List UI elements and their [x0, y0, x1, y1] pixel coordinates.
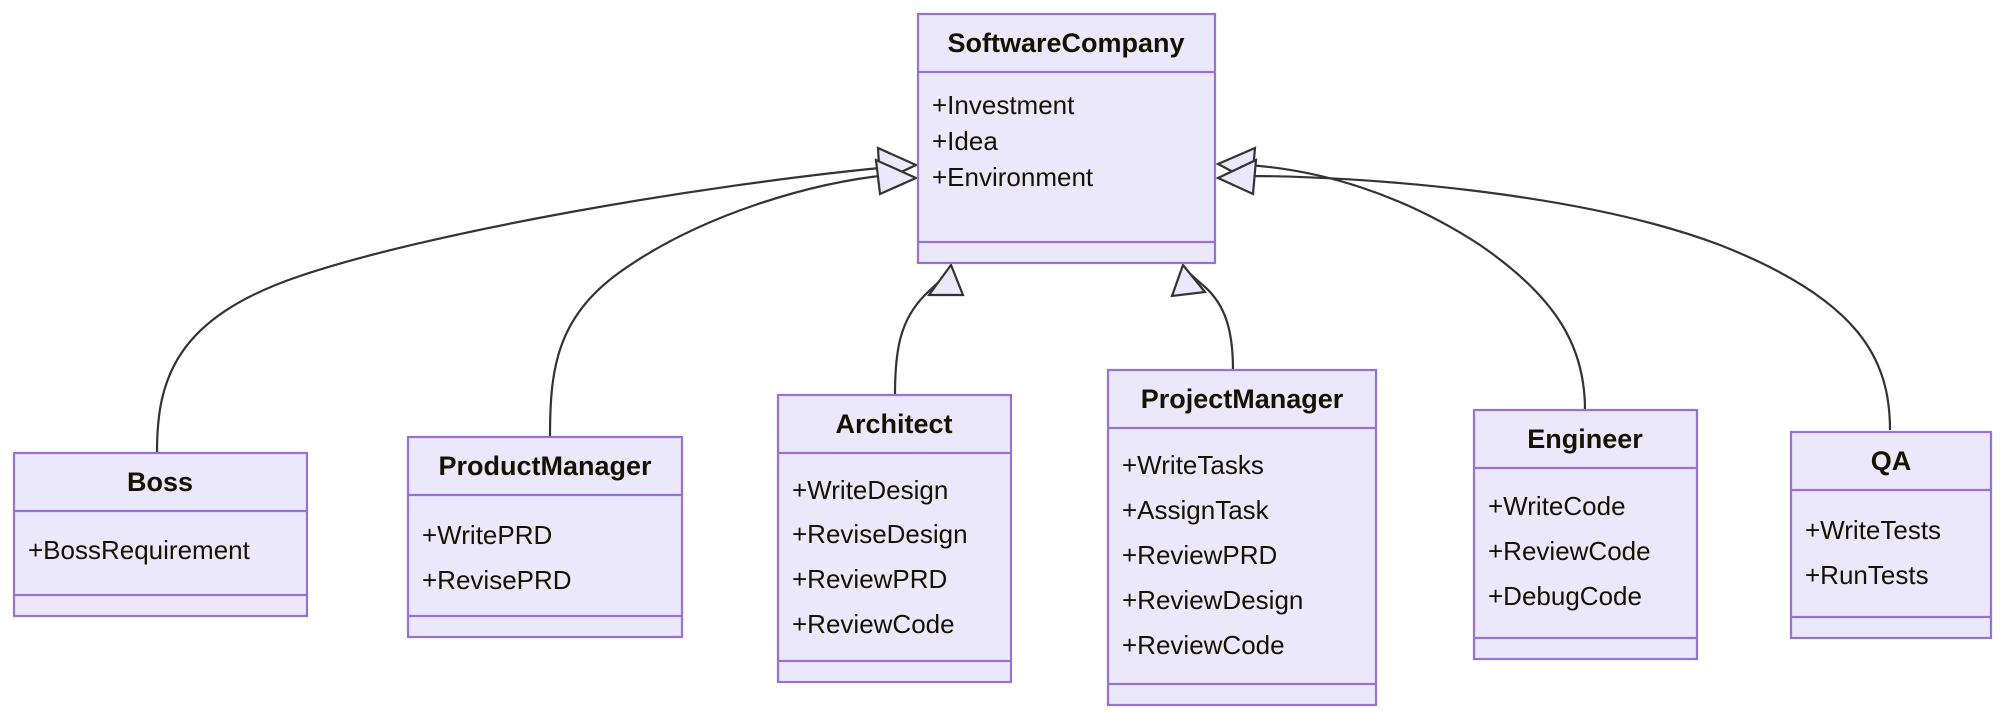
- class-attribute: +BossRequirement: [28, 535, 251, 565]
- class-node-architect[interactable]: Architect +WriteDesign +ReviseDesign +Re…: [776, 393, 1013, 684]
- class-attribute: +WriteDesign: [792, 475, 948, 505]
- class-node-qa[interactable]: QA +WriteTests +RunTests: [1789, 430, 1993, 640]
- class-title-architect: Architect: [835, 409, 952, 439]
- class-title-productmanager: ProductManager: [438, 451, 652, 481]
- class-box-qa[interactable]: [1789, 430, 1993, 640]
- class-attribute: +WriteTests: [1805, 515, 1941, 545]
- class-box-boss[interactable]: [12, 451, 309, 618]
- class-attribute: +AssignTask: [1122, 495, 1270, 525]
- edge-projectmanager-to-softwarecompany: [1170, 262, 1235, 371]
- inheritance-arrowhead-projectmanager: [1170, 262, 1208, 298]
- class-box-productmanager[interactable]: [406, 435, 684, 639]
- edge-line-qa: [1245, 174, 1892, 431]
- class-attribute: +ReviewCode: [1488, 536, 1651, 566]
- class-attribute: +ReviewDesign: [1122, 585, 1303, 615]
- inheritance-arrowhead-architect: [926, 262, 965, 297]
- class-attribute: +ReviseDesign: [792, 519, 968, 549]
- class-title-engineer: Engineer: [1527, 424, 1643, 454]
- inheritance-arrowhead-productmanager: [874, 158, 919, 196]
- edge-productmanager-to-softwarecompany: [548, 158, 919, 438]
- class-node-softwarecompany[interactable]: SoftwareCompany +Investment +Idea +Envir…: [916, 12, 1217, 265]
- inheritance-arrowhead-qa: [1215, 158, 1258, 196]
- class-node-boss[interactable]: Boss +BossRequirement: [12, 451, 309, 618]
- class-title-qa: QA: [1871, 446, 1912, 476]
- class-attribute: +DebugCode: [1488, 581, 1642, 611]
- class-node-productmanager[interactable]: ProductManager +WritePRD +RevisePRD: [406, 435, 684, 639]
- class-node-projectmanager[interactable]: ProjectManager +WriteTasks +AssignTask +…: [1106, 368, 1378, 707]
- class-box-architect[interactable]: [776, 393, 1013, 684]
- class-attribute: +Idea: [932, 126, 998, 156]
- class-title-boss: Boss: [127, 467, 193, 497]
- class-attribute: +RunTests: [1805, 560, 1929, 590]
- edge-line-productmanager: [548, 173, 889, 438]
- class-attribute: +WriteCode: [1488, 491, 1626, 521]
- class-attribute: +ReviewPRD: [792, 564, 947, 594]
- edge-line-engineer: [1247, 163, 1587, 411]
- class-attribute: +ReviewCode: [1122, 630, 1285, 660]
- inheritance-edges: [155, 146, 1892, 453]
- class-title-projectmanager: ProjectManager: [1141, 384, 1344, 414]
- edge-line-boss: [155, 165, 891, 453]
- class-attribute: +Environment: [932, 162, 1094, 192]
- class-title-softwarecompany: SoftwareCompany: [947, 28, 1184, 58]
- class-box-projectmanager[interactable]: [1106, 368, 1378, 707]
- class-node-engineer[interactable]: Engineer +WriteCode +ReviewCode +DebugCo…: [1472, 408, 1699, 661]
- class-attribute: +ReviewPRD: [1122, 540, 1277, 570]
- class-box-engineer[interactable]: [1472, 408, 1699, 661]
- class-attribute: +WritePRD: [422, 520, 552, 550]
- class-attribute: +ReviewCode: [792, 609, 955, 639]
- class-box-softwarecompany[interactable]: [916, 12, 1217, 265]
- edge-qa-to-softwarecompany: [1215, 158, 1892, 431]
- class-attribute: +Investment: [932, 90, 1075, 120]
- class-attribute: +RevisePRD: [422, 565, 572, 595]
- edge-architect-to-softwarecompany: [893, 262, 965, 396]
- class-attribute: +WriteTasks: [1122, 450, 1264, 480]
